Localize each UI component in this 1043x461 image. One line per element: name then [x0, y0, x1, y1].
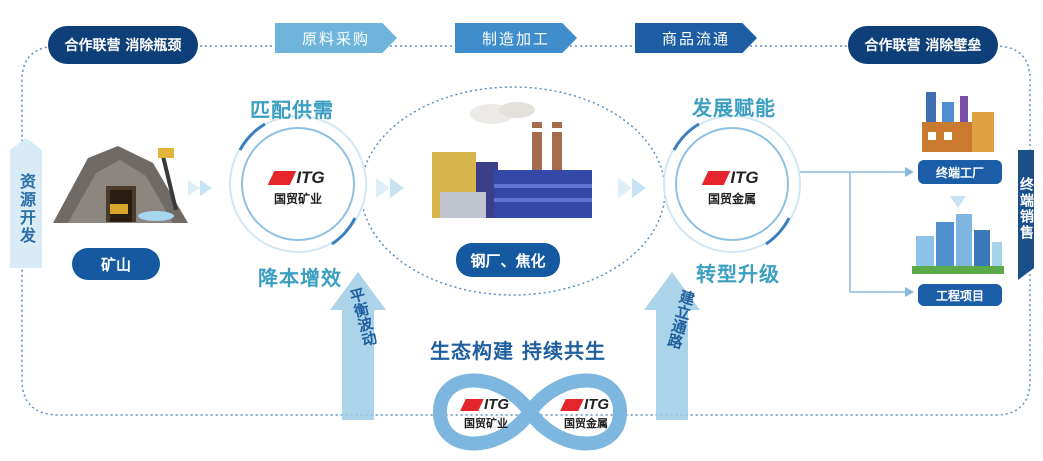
- itg-metals-logo: ITG 国贸金属: [696, 168, 768, 207]
- center-label: 钢厂、焦化: [456, 243, 560, 277]
- stage-tag-manufacturing: 制造加工: [455, 23, 577, 53]
- logo-name: 国贸金属: [707, 192, 756, 206]
- logo-text: ITG: [730, 168, 759, 187]
- logo-text: ITG: [484, 396, 509, 413]
- mine-icon: [53, 146, 188, 223]
- right-bottom-label: 转型升级: [696, 262, 780, 286]
- logo-text: ITG: [584, 396, 609, 413]
- left-top-label: 匹配供需: [250, 98, 334, 122]
- left-bottom-label: 降本增效: [258, 266, 342, 290]
- factory-icon: [922, 92, 994, 152]
- logo-name: 国贸矿业: [464, 417, 508, 430]
- logo-text: ITG: [296, 168, 325, 187]
- itg-mining-logo-small: ITG 国贸矿业: [452, 396, 520, 431]
- left-side-label: 资源开发: [17, 173, 36, 245]
- bottom-title: 生态构建 持续共生: [430, 339, 606, 363]
- stage-tag-circulation: 商品流通: [635, 23, 757, 53]
- output-engineering-project: 工程项目: [918, 284, 1002, 306]
- left-badge: 合作联营 消除瓶颈: [48, 26, 198, 64]
- output-terminal-factory: 终端工厂: [918, 160, 1002, 184]
- factory-icon: [432, 102, 592, 218]
- stage-tag-raw-materials: 原料采购: [275, 23, 397, 53]
- city-buildings-icon: [912, 214, 1004, 274]
- right-top-label: 发展赋能: [692, 96, 776, 120]
- logo-name: 国贸矿业: [273, 192, 322, 206]
- logo-name: 国贸金属: [564, 417, 608, 430]
- mine-label: 矿山: [72, 248, 160, 280]
- itg-mining-logo: ITG 国贸矿业: [262, 168, 334, 207]
- right-badge: 合作联营 消除壁垒: [848, 26, 998, 64]
- right-side-label: 终端销售: [1018, 177, 1034, 241]
- itg-metals-logo-small: ITG 国贸金属: [552, 396, 620, 431]
